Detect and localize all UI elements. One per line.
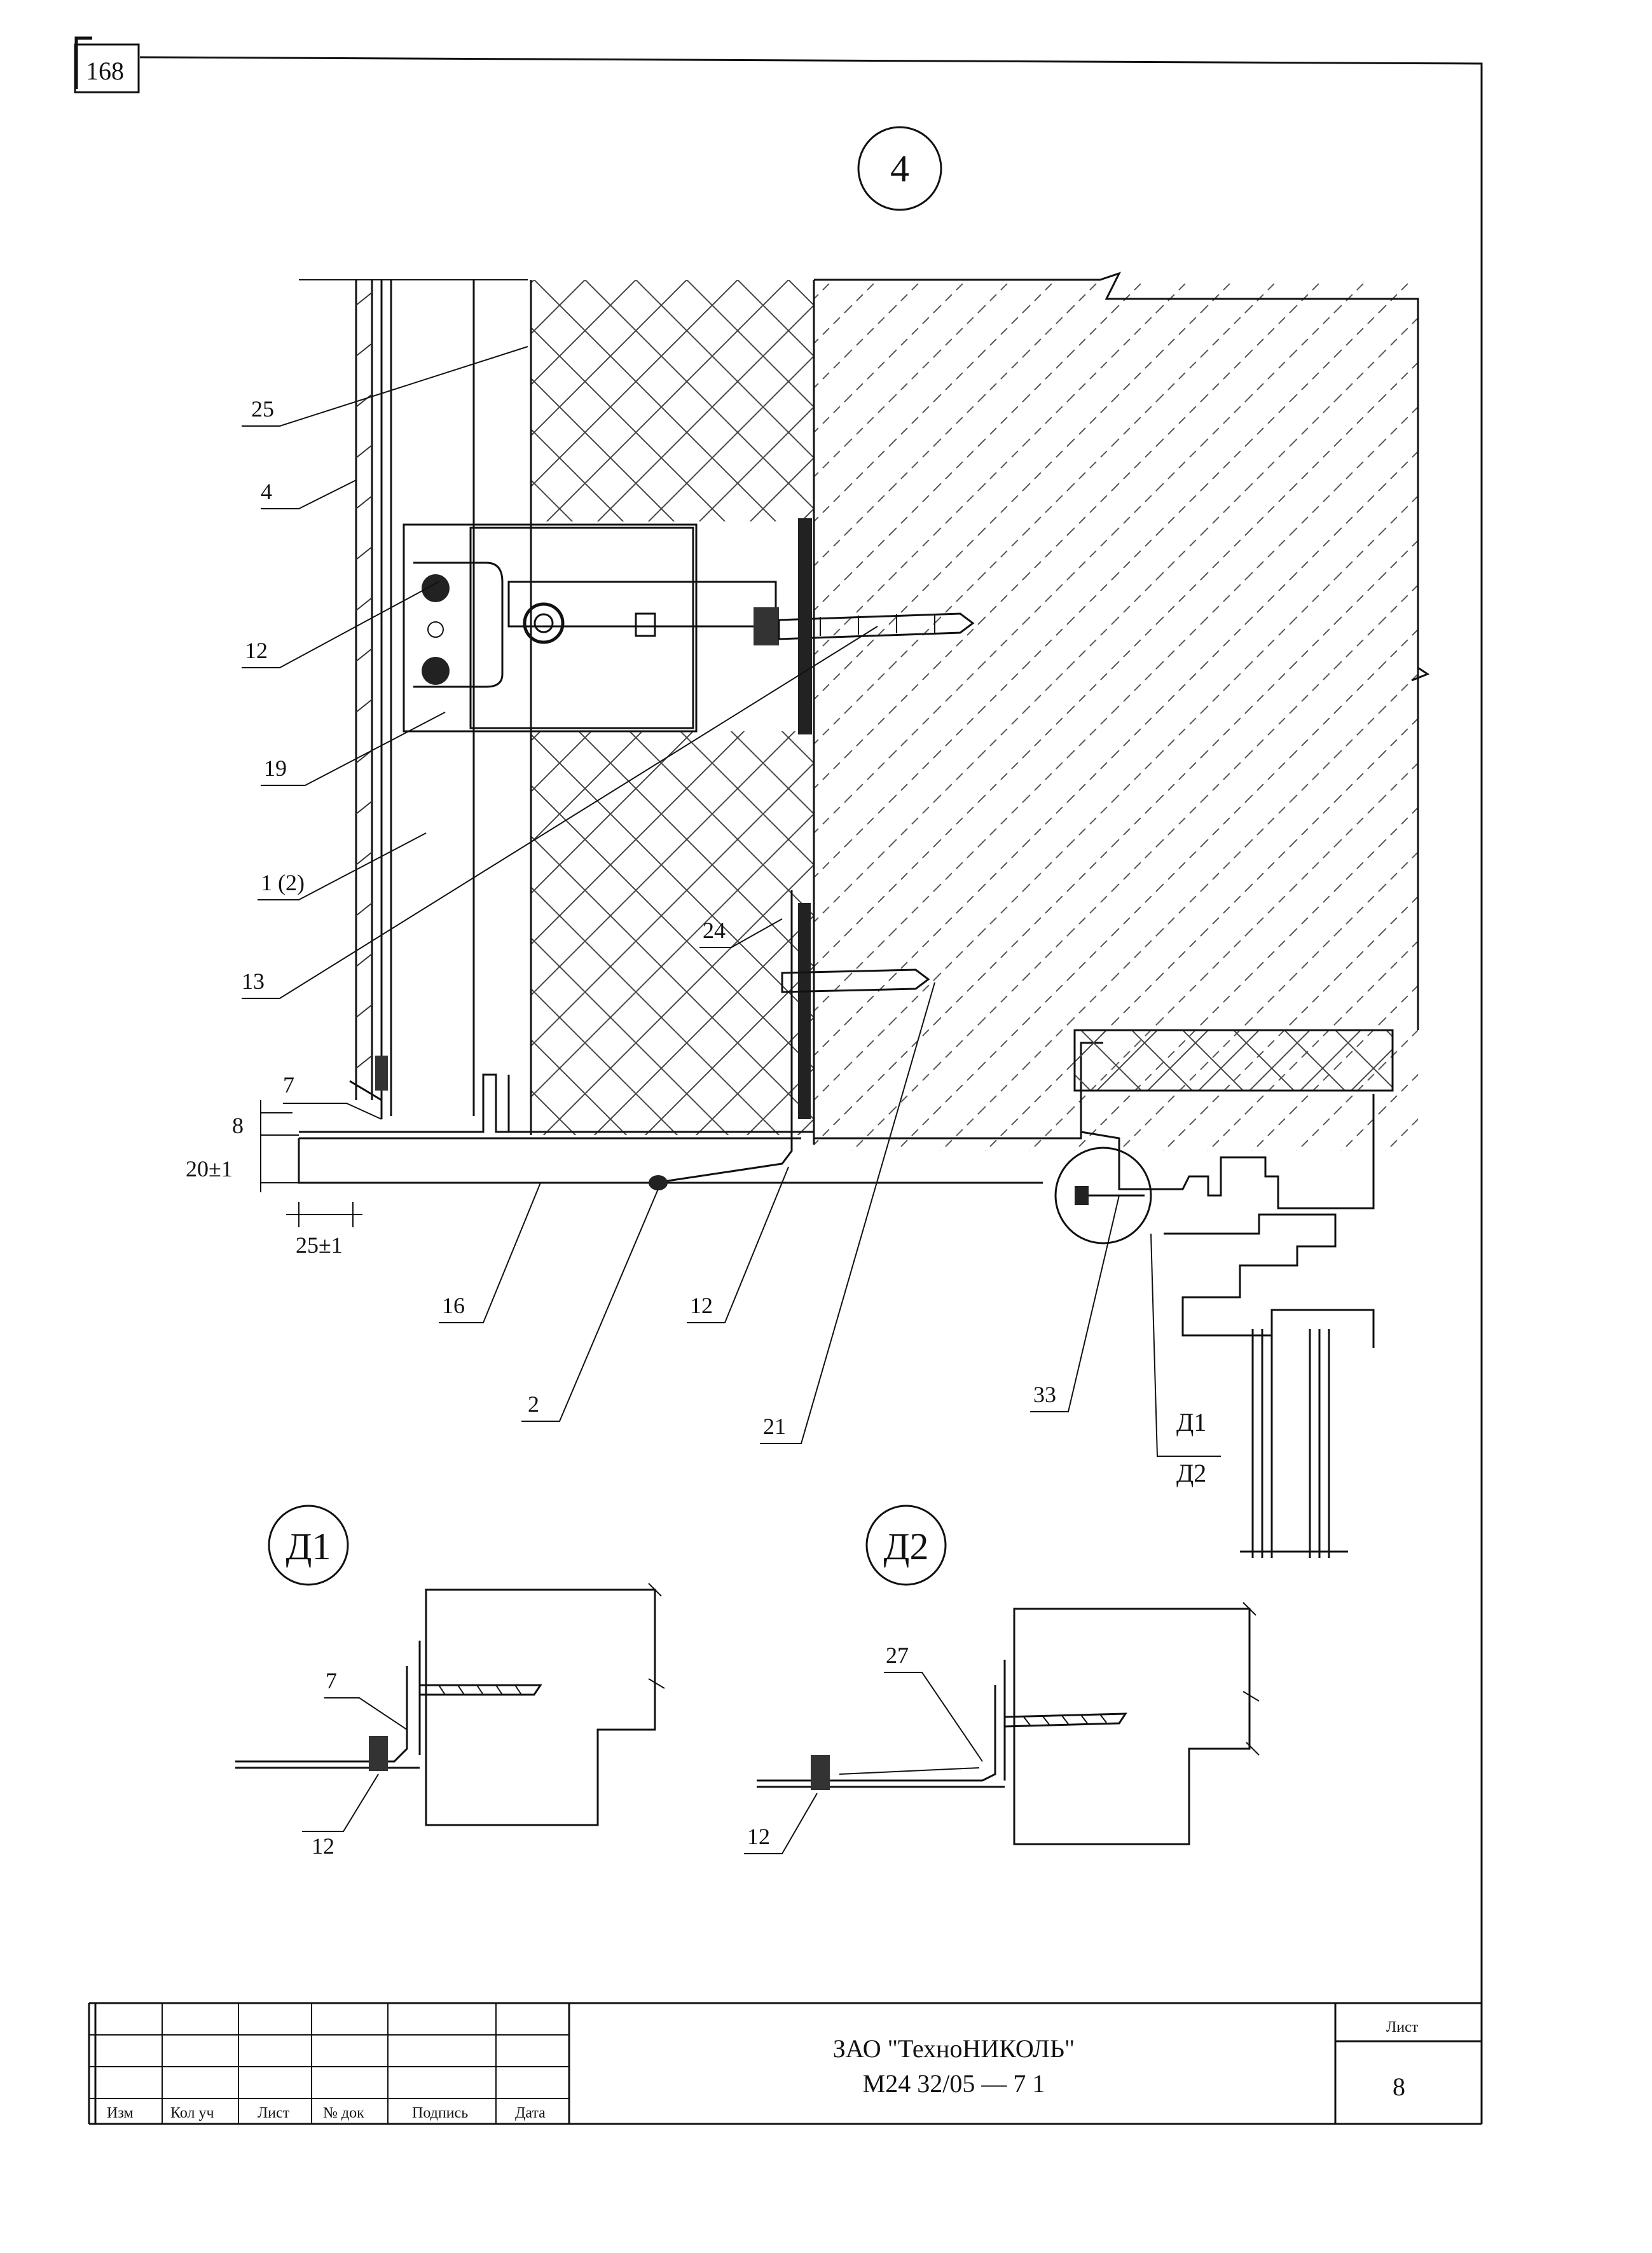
callout-1-2: 1 (2) [261,870,305,895]
detail-d1-label-top: 7 [326,1668,337,1693]
callout-detail-d1: Д1 [1176,1408,1206,1437]
detail-marker-main: 4 [857,126,942,211]
title-block-sheet-label: Лист [1386,2019,1419,2036]
main-section-drawing [298,272,1430,1558]
detail-d1: Д1 7 12 [235,1505,665,1859]
title-block-col-date: Дата [515,2105,546,2121]
detail-d2-title: Д2 [884,1526,929,1567]
title-block-doc-code: М24 32/05 — 7 1 [863,2069,1045,2098]
callout-12-top: 12 [245,638,268,663]
callout-7: 7 [283,1072,294,1098]
title-block-sheet-number: 8 [1393,2072,1405,2101]
title-block: Изм Кол уч Лист № док Подпись Дата ЗАО "… [88,2002,1482,2125]
dimension-horizontal: 25±1 [296,1232,343,1258]
callout-detail-d2: Д2 [1176,1459,1206,1487]
leader-lines [242,346,1221,1457]
detail-d1-title: Д1 [286,1526,331,1567]
callout-2: 2 [528,1391,539,1417]
callout-25: 25 [251,396,274,422]
detail-d2-label-top: 27 [886,1643,909,1668]
callout-12-mid: 12 [690,1293,713,1318]
title-block-col-sign: Подпись [412,2105,468,2121]
title-block-col-kol: Кол уч [170,2105,214,2121]
detail-d2-label-bottom: 12 [747,1824,770,1849]
callout-19: 19 [264,755,287,781]
corner-sheet-mark: 168 [74,36,140,93]
window-sill [1073,1029,1394,1092]
callout-4: 4 [261,479,272,504]
callout-21: 21 [763,1414,786,1439]
callout-16: 16 [442,1293,465,1318]
detail-d1-label-bottom: 12 [312,1833,334,1859]
dimension-lines [260,1100,362,1227]
callout-13: 13 [242,968,265,994]
corner-sheet-number: 168 [86,57,124,85]
page-frame [94,56,1483,2124]
title-block-company: ЗАО "ТехноНИКОЛЬ" [833,2034,1075,2063]
concrete-wall [814,280,1418,1151]
detail-marker-main-label: 4 [890,148,909,189]
callout-33: 33 [1033,1382,1056,1407]
bracket-assembly [403,518,975,734]
callout-8: 8 [232,1113,244,1138]
callout-24: 24 [703,918,726,943]
callout-labels: 25 4 12 19 1 (2) 13 7 8 24 16 12 2 21 33… [186,396,1206,1487]
detail-d2: Д2 27 12 [744,1505,1260,1854]
title-block-col-list: Лист [258,2105,290,2121]
title-block-col-doc: № док [323,2105,364,2121]
title-block-col-izm: Изм [107,2105,134,2121]
dimension-vertical: 20±1 [186,1156,233,1182]
